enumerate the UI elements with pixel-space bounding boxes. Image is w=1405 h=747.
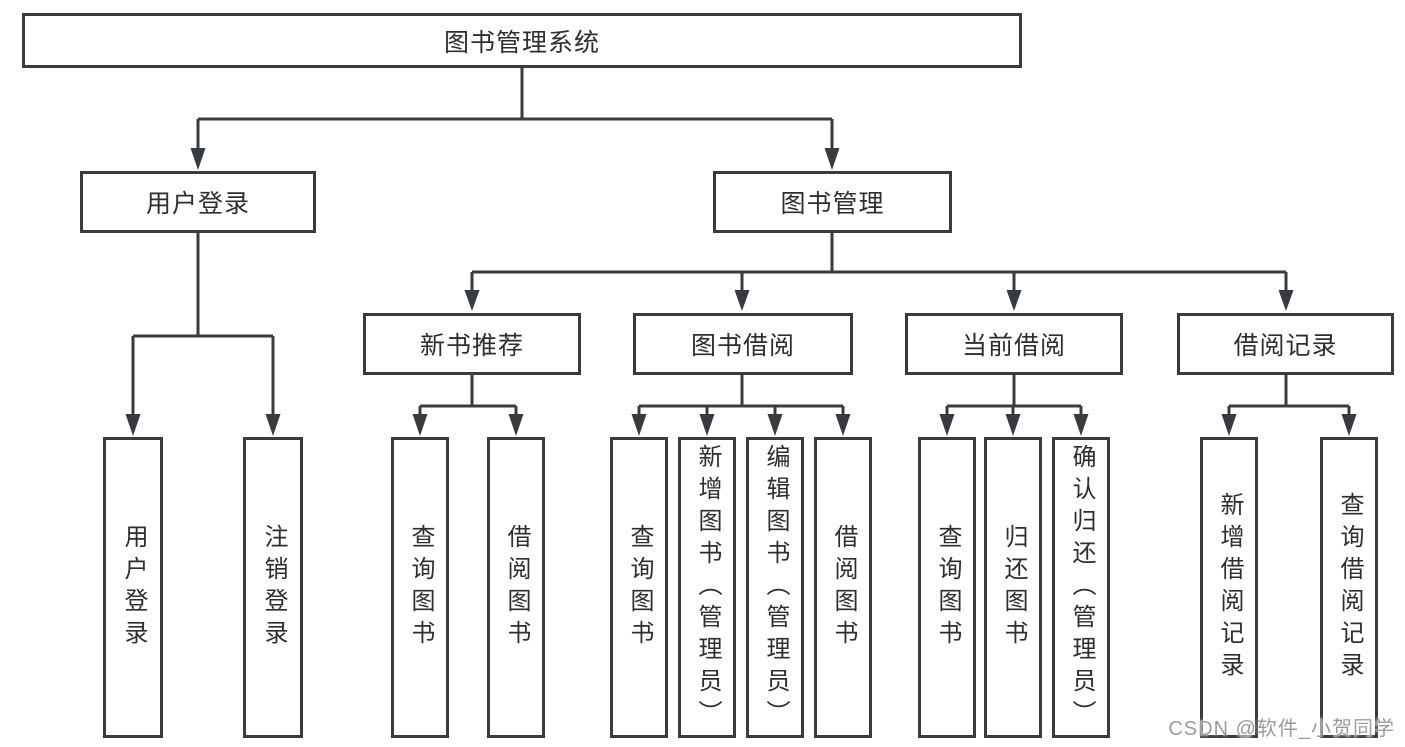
node-current-borrow: 当前借阅 xyxy=(905,313,1123,375)
leaf-confirm-return-admin: 确认归还（管理员） xyxy=(1052,437,1110,738)
node-book-borrow: 图书借阅 xyxy=(633,313,853,375)
leaf-return-books: 归还图书 xyxy=(984,437,1042,738)
leaf-add-books-admin: 新增图书（管理员） xyxy=(678,437,736,738)
node-book-management: 图书管理 xyxy=(713,171,952,233)
leaf-recommend-borrow-books: 借阅图书 xyxy=(487,437,545,738)
leaf-recommend-query-books: 查询图书 xyxy=(391,437,449,738)
connector-current-borrow-to-leaves xyxy=(939,375,1089,436)
connector-root-to-level2 xyxy=(190,68,840,170)
leaf-add-borrow-record: 新增借阅记录 xyxy=(1200,437,1258,738)
leaf-borrow-query-books: 查询图书 xyxy=(610,437,668,738)
connector-new-book-recommend-to-leaves xyxy=(412,375,524,436)
connector-borrow-records-to-leaves xyxy=(1221,375,1357,436)
connector-book-management-to-level3 xyxy=(464,233,1294,311)
connector-user-login-to-leaves xyxy=(125,233,281,436)
node-new-book-recommend: 新书推荐 xyxy=(363,313,581,375)
leaf-borrow-books: 借阅图书 xyxy=(814,437,872,738)
csdn-watermark: CSDN @软件_小贺同学 xyxy=(1168,718,1395,740)
node-borrow-records: 借阅记录 xyxy=(1177,313,1394,375)
node-library-management-system: 图书管理系统 xyxy=(22,13,1022,68)
node-user-login: 用户登录 xyxy=(80,171,316,233)
leaf-edit-books-admin: 编辑图书（管理员） xyxy=(746,437,804,738)
leaf-user-login: 用户登录 xyxy=(103,437,163,738)
leaf-query-borrow-record: 查询借阅记录 xyxy=(1320,437,1378,738)
leaf-logout: 注销登录 xyxy=(243,437,303,738)
connector-book-borrow-to-leaves xyxy=(631,375,851,436)
leaf-current-query-books: 查询图书 xyxy=(918,437,976,738)
